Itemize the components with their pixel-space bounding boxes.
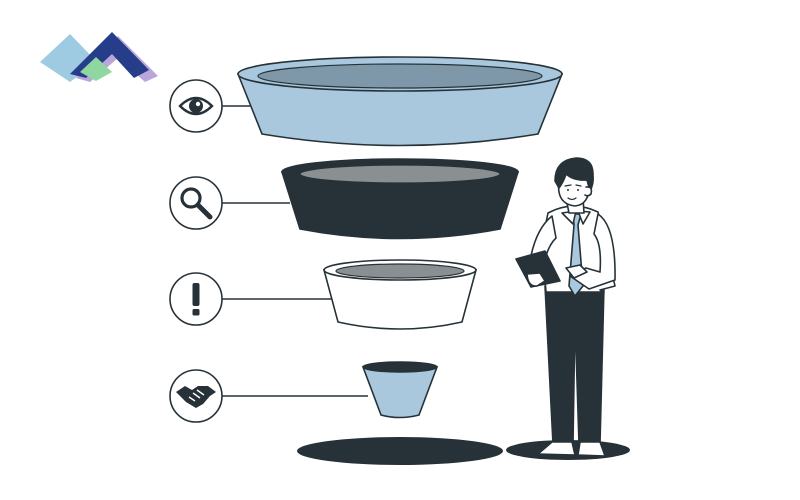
left-shoe: [537, 441, 576, 456]
businessman-with-tablet: [515, 157, 616, 457]
handshake-icon: [169, 369, 223, 423]
eye-icon: [169, 79, 223, 133]
funnel-stage-2: [280, 158, 520, 240]
hair: [554, 157, 594, 192]
right-shoe: [577, 441, 606, 457]
funnel-stage-1: [236, 56, 564, 147]
magnifier-icon: [169, 176, 223, 230]
funnel-ground-shadow: [297, 437, 503, 465]
trousers: [544, 285, 605, 445]
brand-logo-icon: [40, 32, 158, 82]
funnel-stage-4: [361, 361, 439, 419]
exclamation-icon: [169, 272, 223, 326]
funnel-stage-3: [322, 259, 478, 330]
right-arm: [569, 213, 616, 290]
